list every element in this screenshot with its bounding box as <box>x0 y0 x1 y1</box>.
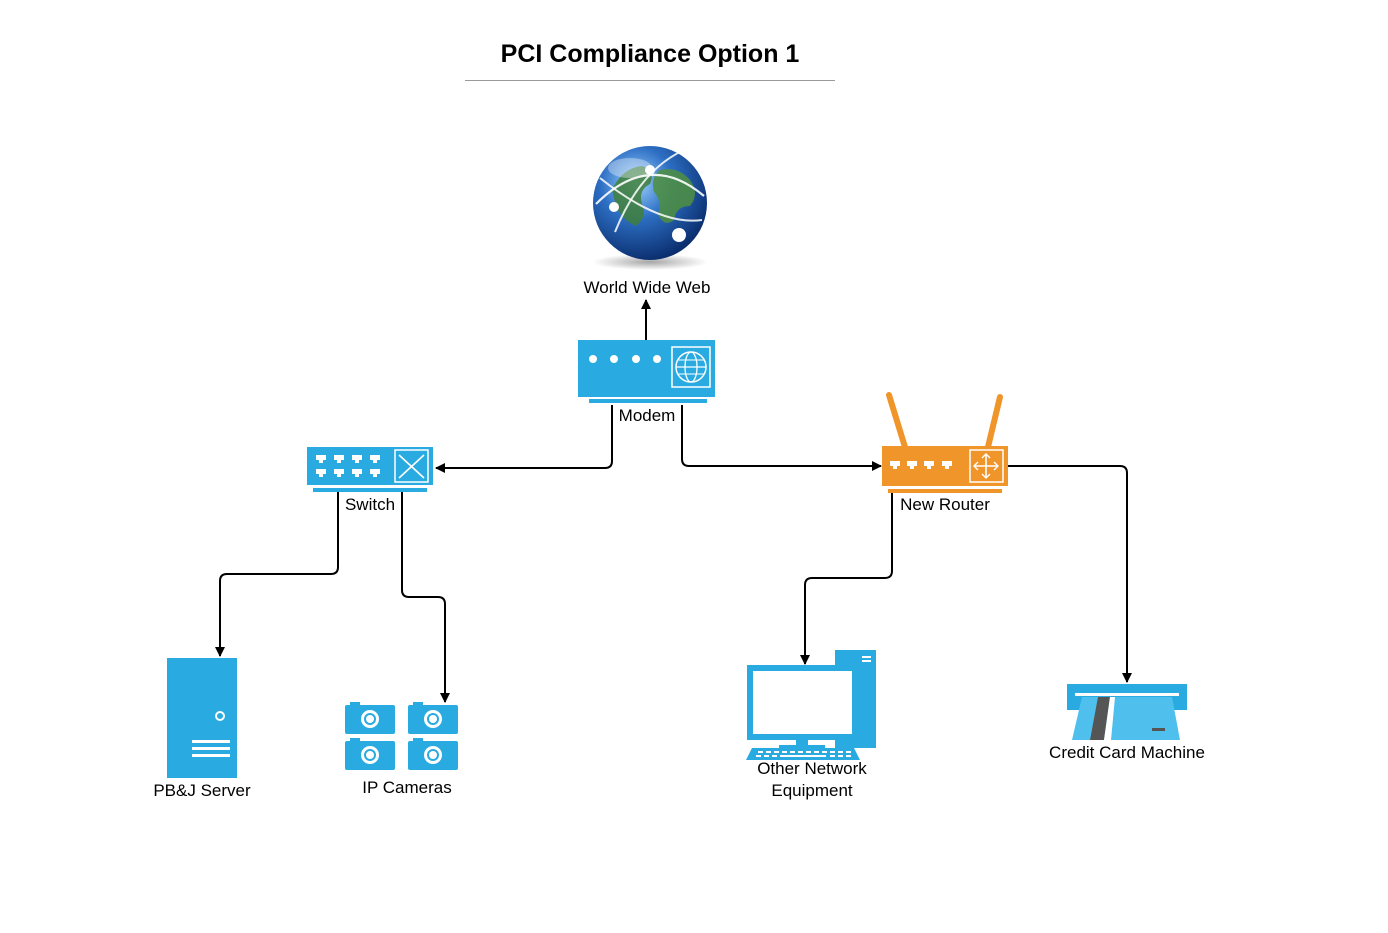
globe-icon <box>592 146 708 270</box>
modem-icon <box>578 340 715 403</box>
card-reader-icon <box>1067 684 1187 740</box>
router-label: New Router <box>900 495 990 514</box>
edge-router-equipment <box>800 492 893 665</box>
connectors <box>215 299 1132 703</box>
equipment-label-line1: Other Network <box>757 759 867 778</box>
edge-modem-router <box>681 405 882 471</box>
server-label: PB&J Server <box>153 781 251 800</box>
equipment-label-line2: Equipment <box>771 781 853 800</box>
edge-switch-cameras <box>401 492 450 703</box>
cameras-label: IP Cameras <box>362 778 452 797</box>
desktop-computer-icon <box>746 650 876 760</box>
camera-icon <box>345 702 458 770</box>
server-icon <box>167 658 237 778</box>
edge-modem-switch <box>435 405 613 473</box>
web-label: World Wide Web <box>583 278 711 297</box>
edge-router-card <box>1008 465 1132 683</box>
card-label: Credit Card Machine <box>1049 743 1205 762</box>
diagram-title: PCI Compliance Option 1 <box>500 40 800 68</box>
router-icon <box>882 392 1008 493</box>
switch-icon <box>307 447 433 492</box>
edge-switch-server <box>215 492 339 657</box>
title-underline <box>465 80 835 81</box>
modem-label: Modem <box>618 406 676 425</box>
switch-label: Switch <box>344 495 396 514</box>
